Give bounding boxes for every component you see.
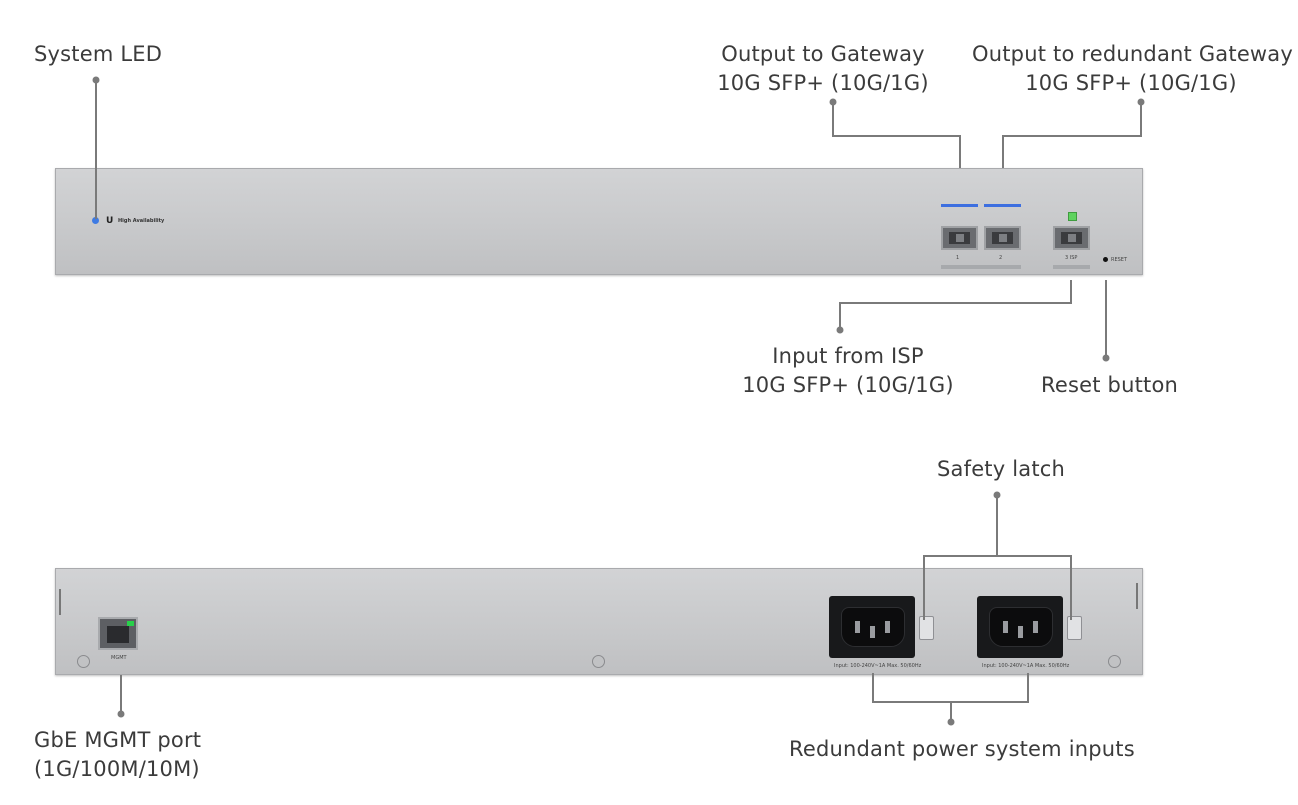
mgmt-port-title: GbE MGMT port — [34, 728, 202, 752]
input-isp-title: Input from ISP — [772, 344, 924, 368]
output-gateway-title: Output to Gateway — [721, 42, 925, 66]
port-3-led — [1068, 212, 1077, 221]
leader-safety-latch-bracket — [923, 555, 1072, 620]
leader-output-redundant — [1002, 102, 1142, 168]
screw-right-icon — [1108, 655, 1121, 668]
output-redundant-spec: 10G SFP+ (10G/1G) — [1025, 71, 1237, 95]
sfp-port-isp[interactable] — [1053, 226, 1090, 250]
callout-mgmt-port: GbE MGMT port (1G/100M/10M) — [34, 726, 201, 784]
callout-safety-latch: Safety latch — [937, 455, 1065, 484]
callout-system-led: System LED — [34, 40, 162, 69]
callout-input-isp: Input from ISP 10G SFP+ (10G/1G) — [740, 342, 956, 400]
mgmt-port-led — [127, 621, 134, 626]
leader-power-inputs — [872, 673, 1029, 703]
screw-left-icon — [77, 655, 90, 668]
output-redundant-title: Output to redundant Gateway — [972, 42, 1294, 66]
reset-button-label: Reset button — [1041, 373, 1179, 397]
callout-reset-button: Reset button — [1041, 371, 1178, 400]
safety-latch-1[interactable] — [919, 616, 934, 640]
right-side-slot — [1136, 583, 1138, 609]
brand-label: High Availability — [118, 218, 165, 224]
sfp-port-2[interactable] — [984, 226, 1021, 250]
power-inputs-label: Redundant power system inputs — [789, 737, 1135, 761]
port-1-label: 1 — [956, 255, 960, 261]
port-2-label: 2 — [999, 255, 1003, 261]
safety-latch-label: Safety latch — [937, 457, 1066, 481]
callout-output-gateway: Output to Gateway 10G SFP+ (10G/1G) — [715, 40, 931, 98]
rear-panel: Input: 100-240V~1A Max. 50/60Hz Input: 1… — [55, 568, 1143, 675]
mgmt-label: MGMT — [111, 655, 127, 661]
brand-logo-icon: U — [106, 216, 114, 226]
sfp-port-1[interactable] — [941, 226, 978, 250]
system-led-label: System LED — [34, 42, 163, 66]
leader-output-gateway — [832, 102, 961, 168]
callout-power-inputs: Redundant power system inputs — [789, 735, 1135, 764]
port-3-label: 3 ISP — [1065, 255, 1078, 261]
power-inlet-1[interactable] — [829, 596, 915, 658]
callout-output-redundant-gateway: Output to redundant Gateway 10G SFP+ (10… — [972, 40, 1294, 98]
mgmt-port[interactable] — [98, 617, 138, 650]
power-rating-2: Input: 100-240V~1A Max. 50/60Hz — [982, 663, 1070, 669]
port-2-led — [984, 204, 1021, 207]
port-1-led — [941, 204, 978, 207]
safety-latch-2[interactable] — [1067, 616, 1082, 640]
left-side-slot — [59, 589, 61, 615]
port-stripe-1-2 — [941, 265, 1021, 269]
power-inlet-2[interactable] — [977, 596, 1063, 658]
power-rating-1: Input: 100-240V~1A Max. 50/60Hz — [834, 663, 922, 669]
reset-label: RESET — [1111, 257, 1128, 263]
front-panel: U High Availability 1 2 3 ISP RESET — [55, 168, 1143, 275]
leader-input-isp — [839, 280, 1072, 330]
system-led — [92, 217, 99, 224]
port-stripe-3 — [1053, 265, 1090, 269]
input-isp-spec: 10G SFP+ (10G/1G) — [742, 373, 954, 397]
mgmt-port-spec: (1G/100M/10M) — [34, 757, 200, 781]
output-gateway-spec: 10G SFP+ (10G/1G) — [717, 71, 929, 95]
screw-center-icon — [592, 655, 605, 668]
reset-hole[interactable] — [1103, 257, 1108, 262]
